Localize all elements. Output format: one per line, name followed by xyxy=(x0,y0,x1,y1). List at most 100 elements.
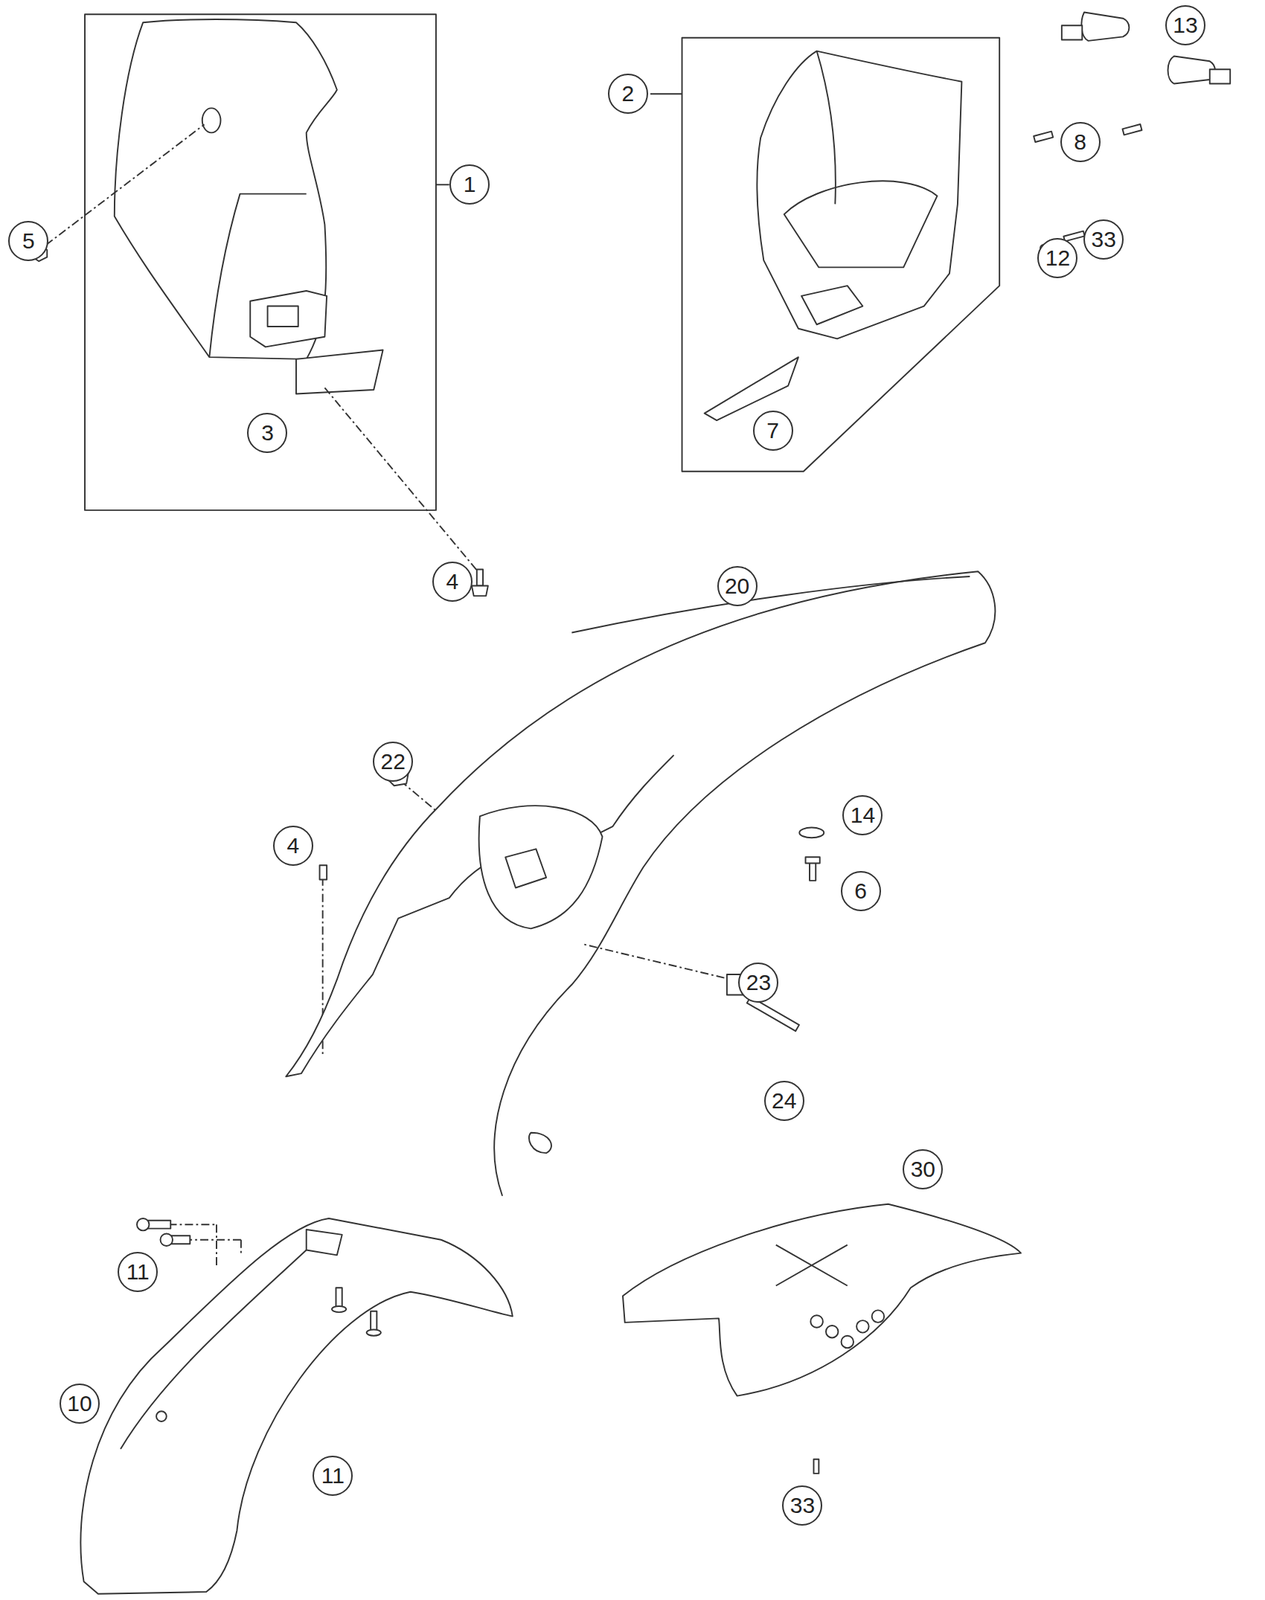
callout-number: 13 xyxy=(1165,5,1206,46)
callout-text: 12 xyxy=(1045,247,1071,270)
fastener xyxy=(809,862,816,882)
leader-line xyxy=(168,1224,217,1226)
callout-number: 20 xyxy=(717,566,758,607)
callout-number: 33 xyxy=(782,1486,823,1527)
fender-support xyxy=(825,1326,838,1338)
number-plate xyxy=(267,306,299,327)
callout-text: 1 xyxy=(463,173,477,196)
callout-number: 5 xyxy=(8,221,49,262)
fastener xyxy=(370,1311,377,1332)
front-fender xyxy=(156,1411,167,1423)
callout-text: 13 xyxy=(1172,14,1198,37)
number-plate xyxy=(296,350,384,395)
leader-line xyxy=(215,1224,218,1266)
front-fender xyxy=(80,1218,512,1595)
callout-number: 30 xyxy=(902,1149,943,1190)
fender-support xyxy=(810,1315,823,1328)
callout-number: 12 xyxy=(1037,238,1078,279)
clamp xyxy=(1081,11,1129,41)
leader-line xyxy=(183,1239,242,1242)
callout-number: 6 xyxy=(840,871,882,912)
callout-number: 14 xyxy=(842,795,883,836)
fastener xyxy=(160,1234,173,1247)
front-fender xyxy=(306,1230,343,1256)
leader-line xyxy=(46,124,205,245)
headlight-mask xyxy=(784,180,938,268)
callout-number: 23 xyxy=(738,962,779,1004)
callout-number: 2 xyxy=(607,73,649,114)
headlight-mask xyxy=(756,51,962,340)
callout-text: 4 xyxy=(286,834,300,858)
number-plate xyxy=(114,19,384,394)
fastener xyxy=(319,865,328,880)
callout-text: 14 xyxy=(850,804,876,827)
callout-number: 24 xyxy=(764,1081,805,1122)
front-fender xyxy=(80,1218,512,1595)
fastener xyxy=(813,1459,819,1475)
callout-number: 11 xyxy=(312,1456,353,1497)
clamp xyxy=(1209,69,1231,84)
number-plate xyxy=(250,290,327,347)
callout-text: 20 xyxy=(724,575,750,598)
callout-number: 4 xyxy=(432,561,473,602)
leader-line xyxy=(324,387,478,572)
fastener xyxy=(331,1306,347,1313)
callout-text: 33 xyxy=(1091,228,1117,251)
group-frame xyxy=(650,37,1000,472)
callout-number: 4 xyxy=(273,825,314,867)
callout-number: 11 xyxy=(117,1252,158,1293)
group-frame xyxy=(84,14,450,511)
rear-fender xyxy=(285,571,995,1197)
callout-text: 11 xyxy=(321,1465,345,1488)
callout-text: 8 xyxy=(1073,130,1087,154)
callout-text: 22 xyxy=(380,750,406,774)
screw xyxy=(1033,131,1053,143)
callout-text: 33 xyxy=(790,1494,815,1518)
callout-text: 2 xyxy=(621,82,634,105)
headlight-mask xyxy=(704,51,963,422)
rear-fender xyxy=(479,805,603,929)
fastener xyxy=(335,1288,342,1309)
callout-number: 1 xyxy=(449,164,490,205)
fastener xyxy=(319,766,825,1032)
callout-number: 22 xyxy=(372,741,413,783)
callout-number: 7 xyxy=(753,410,794,451)
rear-fender xyxy=(505,849,547,888)
fastener xyxy=(805,857,821,864)
fastener xyxy=(799,828,824,839)
callout-text: 11 xyxy=(126,1261,150,1284)
number-plate xyxy=(114,19,338,360)
number-plate xyxy=(202,107,222,133)
headlight-mask xyxy=(817,51,836,205)
rear-fender xyxy=(571,576,970,633)
callout-number: 33 xyxy=(1083,219,1124,260)
fastener xyxy=(148,1221,171,1230)
fastener xyxy=(136,1218,149,1231)
fastener xyxy=(366,1329,381,1336)
clamp xyxy=(1168,55,1216,84)
fastener xyxy=(471,585,489,597)
callout-text: 30 xyxy=(910,1158,936,1181)
fender-support xyxy=(841,1336,854,1349)
callout-number: 8 xyxy=(1060,122,1101,163)
fender-support xyxy=(856,1320,869,1333)
group-frame xyxy=(650,93,683,95)
callout-text: 4 xyxy=(445,570,459,594)
callout-number: 10 xyxy=(59,1384,100,1425)
fastener xyxy=(171,1235,191,1245)
callout-text: 23 xyxy=(746,971,771,995)
leader-line xyxy=(240,1240,242,1257)
callout-text: 6 xyxy=(854,880,867,903)
group-frame xyxy=(682,37,1001,472)
leader-line xyxy=(581,944,741,983)
callout-text: 3 xyxy=(261,421,274,445)
fender-support xyxy=(776,1245,848,1287)
group-frame xyxy=(436,183,450,186)
callout-text: 24 xyxy=(771,1090,797,1113)
headlight-mask xyxy=(801,285,863,325)
fastener xyxy=(32,244,489,597)
front-fender xyxy=(120,1250,307,1450)
headlight-mask xyxy=(704,357,799,421)
